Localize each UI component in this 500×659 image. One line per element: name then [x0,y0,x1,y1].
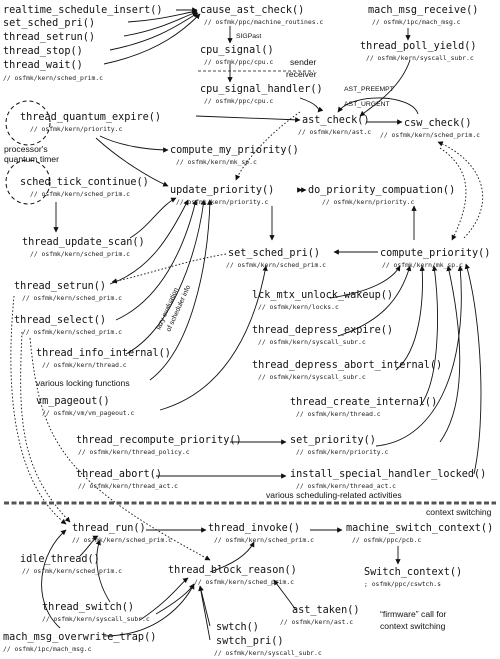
node-mach-msg-overwrite-trap: mach_msg_overwrite_trap() [3,632,156,643]
node-sched-tick-continue: sched_tick_continue() [20,177,149,188]
path-cause-ast-check: // osfmk/ppc/machine_routines.c [204,18,323,26]
node-install-special-handler-locked: install_special_handler_locked() [290,469,486,480]
node-thread-info-internal: thread_info_internal() [36,348,171,359]
path-thread-update-scan: // osfmk/kern/sched_prim.c [30,250,130,258]
note-various-activities: various scheduling-related activities [266,490,402,500]
node-update-priority: update_priority() [170,185,274,196]
path-swtch-pri: // osfmk/kern/syscall_subr.c [214,649,322,657]
note-sender: sender [290,57,316,67]
note-locking: various locking functions [36,378,130,388]
node-set-sched-pri-top: set_sched_pri() [3,18,95,29]
node-swtch-pri: swtch_pri() [216,636,283,647]
path-ast-taken: // osfmk/kern/ast.c [280,618,353,626]
sched-tick-circle [5,159,51,205]
node-vm-pageout: vm_pageout() [36,396,110,407]
node-thread-depress-expire: thread_depress_expire() [252,325,393,336]
path-cpu-signal-handler: // osfmk/ppc/cpu.c [204,97,273,105]
node-thread-stop: thread_stop() [3,46,83,57]
path-thread-depress-expire: // osfmk/kern/syscall_subr.c [258,338,366,346]
path-thread-info-internal: // osfmk/kern/thread.c [42,361,127,369]
node-thread-select: thread_select() [14,315,106,326]
note-quantum-timer-1: processor's [4,144,48,154]
path-idle-thread: // osfmk/kern/sched_prim.c [22,567,122,575]
path-set-priority: // osfmk/kern/priority.c [296,448,388,456]
node-mach-msg-receive: mach_msg_receive() [368,5,478,16]
path-lck-mtx-unlock-wakeup: // osfmk/kern/locks.c [258,303,339,311]
path-thread-recompute-priority: // osfmk/kern/thread_policy.c [78,448,190,456]
quantum-timer-circle [5,100,51,146]
note-context-switching: context switching [426,507,492,517]
node-thread-recompute-priority: thread_recompute_priority() [76,435,242,446]
node-compute-my-priority: compute_my_priority() [170,145,299,156]
path-update-priority: // osfmk/kern/priority.c [176,198,268,206]
node-thread-invoke: thread_invoke() [208,523,300,534]
path-thread-abort: // osfmk/kern/thread_act.c [78,482,178,490]
node-realtime-schedule-insert: realtime_schedule_insert() [3,5,162,16]
path-machine-switch-context: // osfmk/ppc/pcb.c [352,536,421,544]
node-swtch: swtch() [216,622,259,633]
node-thread-quantum-expire: thread_quantum_expire() [20,112,161,123]
path-vm-pageout: // osfmk/vm/vm_pageout.c [42,409,134,417]
path-thread-wait: // osfmk/kern/sched_prim.c [3,74,103,82]
node-lck-mtx-unlock-wakeup: lck_mtx_unlock_wakeup() [252,290,393,301]
path-ast-check: // osfmk/kern/ast.c [298,128,371,136]
node-thread-abort: thread_abort() [76,469,162,480]
path-thread-create-internal: // osfmk/kern/thread.c [296,410,381,418]
node-idle-thread: idle_thread() [20,554,100,565]
path-compute-priority: // osfmk/kern/mk_sp.c [382,261,463,269]
path-thread-quantum-expire: // osfmk/kern/priority.c [30,125,122,133]
node-set-priority: set_priority() [290,435,376,446]
path-cpu-signal: // osfmk/ppc/cpu.c [204,58,273,66]
nodes: realtime_schedule_insert() set_sched_pri… [3,5,493,657]
node-csw-check: csw_check() [404,118,471,129]
path-compute-my-priority: // osfmk/kern/mk_sp.c [176,158,257,166]
node-thread-depress-abort-internal: thread_depress_abort_internal() [252,360,442,371]
node-thread-wait: thread_wait() [3,60,83,71]
node-thread-setrun-top: thread_setrun() [3,32,95,43]
path-thread-setrun: // osfmk/kern/sched_prim.c [22,294,122,302]
node-cpu-signal-handler: cpu_signal_handler() [200,84,323,95]
node-thread-run: thread_run() [72,523,146,534]
node-do-priority-compuation: do_priority_compuation() [308,185,455,196]
node-cause-ast-check: cause_ast_check() [200,5,304,16]
node-thread-switch: thread_switch() [42,602,134,613]
node-ast-taken: ast_taken() [292,605,359,616]
node-compute-priority: compute_priority() [380,248,490,259]
path-mach-msg-receive: // osfmk/ipc/mach_msg.c [372,18,461,26]
note-quantum-timer-2: quantum timer [4,154,59,164]
edges [10,7,484,641]
node-thread-setrun: thread_setrun() [14,281,106,292]
note-sigpast: SIGPast [236,33,261,40]
path-set-sched-pri: // osfmk/kern/sched_prim.c [226,261,326,269]
path-thread-block-reason: // osfmk/kern/sched_prim.c [194,578,294,586]
note-receiver: receiver [286,69,317,79]
path-mach-msg-overwrite-trap: // osfmk/ipc/mach_msg.c [3,645,92,653]
path-switch-context: ; osfmk/ppc/cswtch.s [364,580,441,588]
node-ast-check: ast_check() [302,115,369,126]
path-thread-poll-yield: // osfmk/kern/syscall_subr.c [366,54,474,62]
path-thread-run: // osfmk/kern/sched_prim.c [72,536,172,544]
path-thread-switch: // osfmk/kern/syscall_subr.c [42,615,150,623]
path-csw-check: // osfmk/kern/sched_prim.c [380,131,480,139]
note-ast-urgent: AST_URGENT [344,101,390,108]
node-cpu-signal: cpu_signal() [200,45,274,56]
path-thread-invoke: // osfmk/kern/sched_prim.c [214,536,314,544]
note-ast-preempt: AST_PREEMPT [344,86,394,93]
path-thread-select: // osfmk/kern/sched_prim.c [22,328,122,336]
node-thread-poll-yield: thread_poll_yield() [360,41,477,52]
node-machine-switch-context: machine_switch_context() [346,523,493,534]
node-switch-context: Switch_context() [364,567,462,578]
node-thread-block-reason: thread_block_reason() [168,565,297,576]
note-firmware-2: context switching [380,621,446,631]
path-sched-tick-continue: // osfmk/kern/sched_prim.c [30,190,130,198]
path-thread-depress-abort-internal: // osfmk/kern/syscall_subr.c [258,373,366,381]
note-firmware-1: “firmware” call for [380,609,447,619]
path-do-priority-compuation: // osfmk/kern/priority.c [322,198,414,206]
path-install-special-handler-locked: // osfmk/kern/thread_act.c [296,482,396,490]
node-thread-create-internal: thread_create_internal() [290,397,437,408]
node-thread-update-scan: thread_update_scan() [22,237,145,248]
node-set-sched-pri: set_sched_pri() [228,248,320,259]
